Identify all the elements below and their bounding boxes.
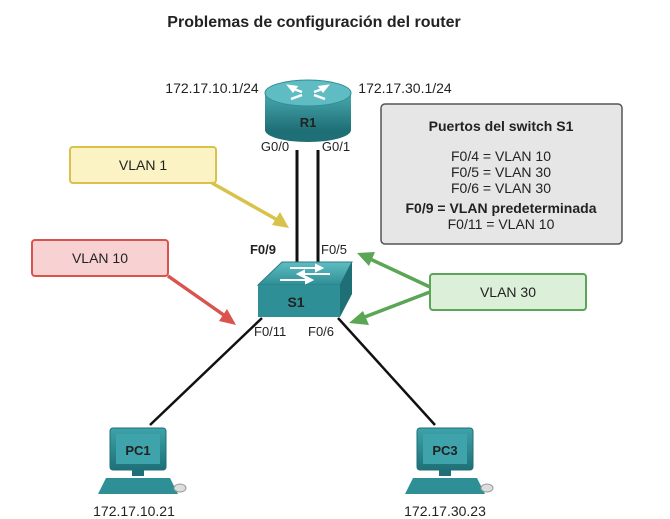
pc3-keyboard bbox=[405, 478, 485, 494]
pc-pc1: PC1 bbox=[98, 427, 187, 494]
callout-vlan30-arrowhead-f06 bbox=[349, 311, 369, 325]
pc1-keyboard bbox=[98, 478, 178, 494]
port-g00-label: G0/0 bbox=[261, 139, 289, 154]
switch-s1: S1 bbox=[256, 261, 353, 317]
ports-info-box-bg bbox=[380, 103, 623, 245]
pc3-mouse-icon bbox=[480, 483, 494, 493]
switch-label: S1 bbox=[287, 294, 304, 310]
callout-vlan1-text: VLAN 1 bbox=[119, 157, 167, 173]
ports-info-title: Puertos del switch S1 bbox=[429, 118, 574, 134]
switch-side bbox=[340, 262, 352, 317]
ports-info-line: F0/5 = VLAN 30 bbox=[451, 164, 551, 180]
router-ip-right: 172.17.30.1/24 bbox=[358, 80, 452, 96]
pc1-stand bbox=[132, 470, 144, 476]
switch-front bbox=[258, 285, 340, 317]
ports-info-box: Puertos del switch S1 F0/4 = VLAN 10 F0/… bbox=[380, 103, 623, 245]
callout-vlan10: VLAN 10 bbox=[31, 239, 236, 325]
ports-info-line: F0/11 = VLAN 10 bbox=[448, 216, 555, 232]
router-ip-left: 172.17.10.1/24 bbox=[165, 80, 259, 96]
callout-vlan10-arrowhead bbox=[219, 309, 236, 325]
ports-info-line: F0/4 = VLAN 10 bbox=[451, 148, 551, 164]
callout-vlan30: VLAN 30 bbox=[349, 252, 587, 325]
pc3-screen bbox=[423, 434, 467, 464]
cable-f06-pc3 bbox=[337, 317, 436, 426]
callout-vlan10-text: VLAN 10 bbox=[72, 250, 128, 266]
pc1-mouse-icon bbox=[173, 483, 187, 493]
callout-vlan10-box bbox=[31, 239, 169, 277]
pc3-ip: 172.17.30.23 bbox=[404, 503, 486, 519]
callout-vlan30-text: VLAN 30 bbox=[480, 284, 536, 300]
router-r1: R1 bbox=[264, 79, 352, 142]
ports-info-line: F0/6 = VLAN 30 bbox=[451, 180, 551, 196]
router-label: R1 bbox=[300, 115, 317, 130]
pc3-stand bbox=[439, 470, 451, 476]
pc1-label: PC1 bbox=[125, 443, 150, 458]
port-g01-label: G0/1 bbox=[322, 139, 350, 154]
page-title: Problemas de configuración del router bbox=[167, 14, 460, 31]
pc-pc3: PC3 bbox=[405, 427, 494, 494]
port-f09-label: F0/9 bbox=[250, 242, 276, 257]
pc1-screen bbox=[116, 434, 160, 464]
pc1-ip: 172.17.10.21 bbox=[93, 503, 175, 519]
callout-vlan30-arrow-f05 bbox=[367, 256, 431, 289]
port-f011-label: F0/11 bbox=[254, 324, 286, 339]
router-arrows-icon bbox=[286, 84, 330, 101]
callout-vlan1-arrow bbox=[211, 181, 282, 224]
ports-info-line-highlight: F0/9 = VLAN predeterminada bbox=[405, 200, 596, 216]
callout-vlan30-arrowhead-f05 bbox=[357, 252, 375, 266]
cable-f011-pc1 bbox=[149, 317, 263, 426]
port-f06-label: F0/6 bbox=[308, 324, 334, 339]
callout-vlan10-arrow bbox=[166, 274, 230, 320]
callout-vlan1-box bbox=[69, 146, 217, 184]
cables bbox=[149, 150, 436, 426]
callout-vlan30-arrow-f06 bbox=[361, 290, 431, 320]
callout-vlan1: VLAN 1 bbox=[69, 146, 289, 228]
port-f05-label: F0/5 bbox=[321, 242, 347, 257]
router-top bbox=[264, 79, 352, 107]
pc3-label: PC3 bbox=[432, 443, 457, 458]
callout-vlan1-arrowhead bbox=[272, 212, 289, 228]
switch-arrows-icon bbox=[280, 263, 330, 285]
